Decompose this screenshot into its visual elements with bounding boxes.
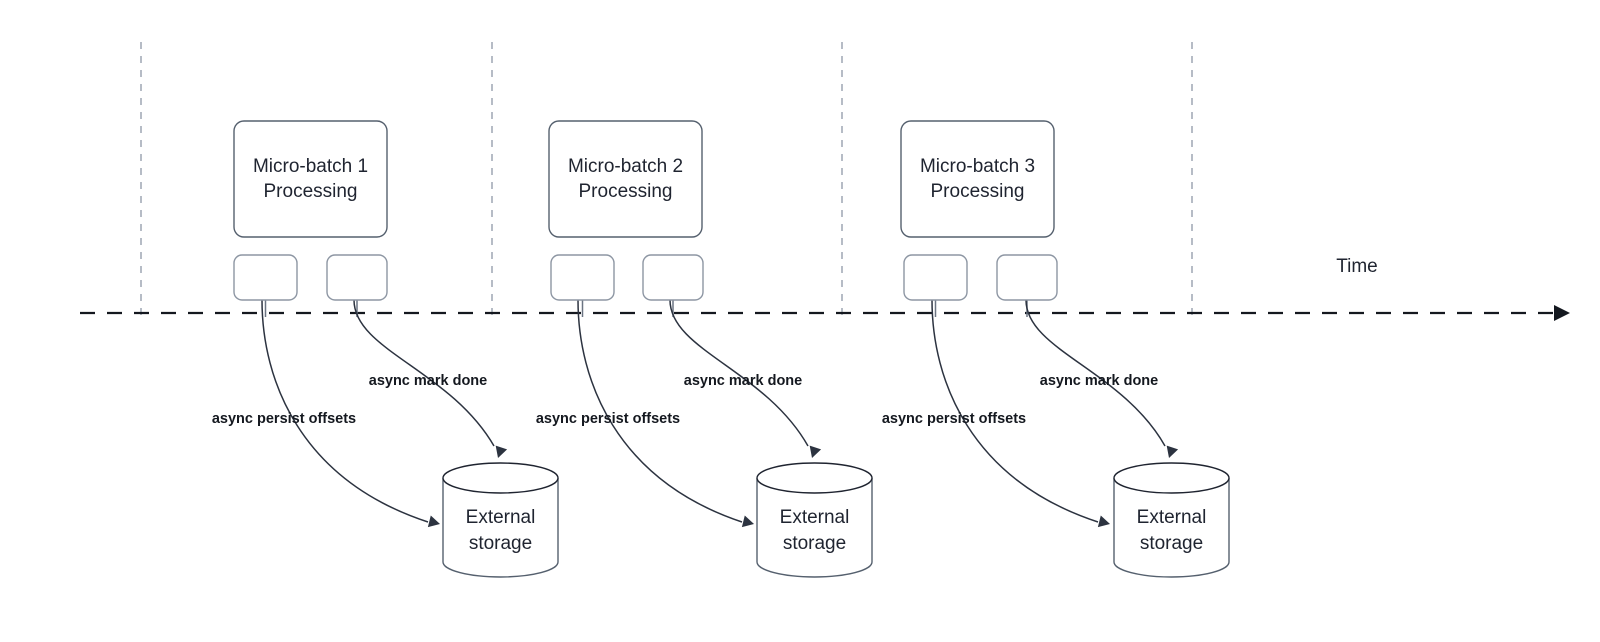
batch-box-2[interactable] <box>548 120 703 238</box>
mark-done-task-2[interactable] <box>642 254 704 301</box>
async-persist-offsets-arrowhead-1 <box>427 515 440 528</box>
async-persist-offsets-label-1: async persist offsets <box>212 411 356 427</box>
external-storage-top-2 <box>756 462 873 494</box>
batch-box-label-line2-3: Processing <box>931 181 1025 202</box>
time-axis-label: Time <box>1336 256 1378 277</box>
async-persist-offsets-path-1 <box>261 299 429 523</box>
time-axis-group <box>80 305 1570 321</box>
async-persist-offsets-arrowhead-3 <box>1097 515 1110 528</box>
arrow-right-icon <box>1554 305 1570 321</box>
external-storage-body-1[interactable] <box>442 478 559 578</box>
external-storage-label-line1-3: External <box>1137 507 1207 528</box>
batch-box-3[interactable] <box>900 120 1055 238</box>
async-mark-done-arrowhead-1 <box>495 445 508 458</box>
async-persist-offsets-path-3 <box>931 299 1099 523</box>
mark-done-task-3[interactable] <box>996 254 1058 301</box>
async-mark-done-label-1: async mark done <box>369 373 487 389</box>
external-storage-label-line2-3: storage <box>1140 533 1203 554</box>
batch-box-label-line1-1: Micro-batch 1 <box>253 156 368 177</box>
external-storage-label-line1-1: External <box>466 507 536 528</box>
async-persist-offsets-arrowhead-2 <box>741 515 754 528</box>
external-storage-label-line2-2: storage <box>783 533 846 554</box>
edges-group <box>261 299 1179 528</box>
async-mark-done-arrowhead-2 <box>809 445 822 458</box>
persist-offsets-task-1[interactable] <box>233 254 298 301</box>
batch-box-label-line1-3: Micro-batch 3 <box>920 156 1035 177</box>
external-storage-label-line1-2: External <box>780 507 850 528</box>
batch-box-label-line1-2: Micro-batch 2 <box>568 156 683 177</box>
external-storage-top-1 <box>442 462 559 494</box>
mark-done-task-1[interactable] <box>326 254 388 301</box>
persist-offsets-task-3[interactable] <box>903 254 968 301</box>
async-mark-done-path-2 <box>669 299 809 447</box>
async-mark-done-path-3 <box>1025 299 1166 447</box>
persist-offsets-task-2[interactable] <box>550 254 615 301</box>
async-persist-offsets-path-2 <box>577 299 743 523</box>
external-storage-body-3[interactable] <box>1113 478 1230 578</box>
async-persist-offsets-label-3: async persist offsets <box>882 411 1026 427</box>
batch-box-label-line2-2: Processing <box>579 181 673 202</box>
tick-lines-group <box>140 42 1193 318</box>
external-storage-top-3 <box>1113 462 1230 494</box>
shapes-group <box>233 120 1230 578</box>
async-mark-done-label-2: async mark done <box>684 373 802 389</box>
async-persist-offsets-label-2: async persist offsets <box>536 411 680 427</box>
batch-box-label-line2-1: Processing <box>264 181 358 202</box>
external-storage-body-2[interactable] <box>756 478 873 578</box>
external-storage-label-line2-1: storage <box>469 533 532 554</box>
batch-box-1[interactable] <box>233 120 388 238</box>
async-mark-done-arrowhead-3 <box>1166 445 1179 458</box>
async-mark-done-path-1 <box>353 299 495 447</box>
async-mark-done-label-3: async mark done <box>1040 373 1158 389</box>
